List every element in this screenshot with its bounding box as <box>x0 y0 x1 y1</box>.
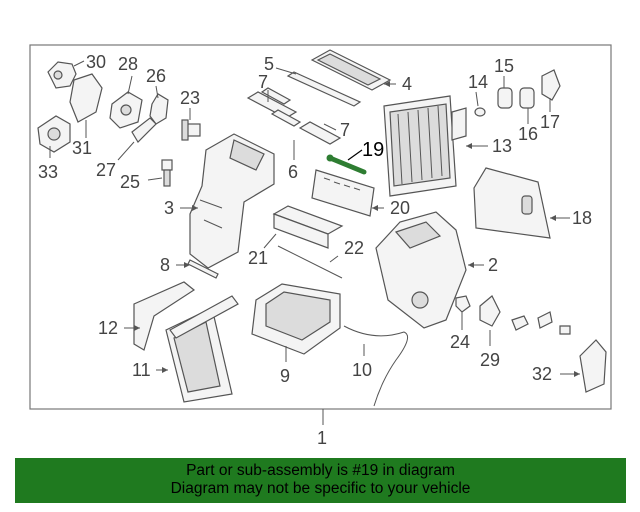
callout-28: 28 <box>118 54 138 74</box>
part-25-bolt <box>161 159 173 187</box>
leader-lines <box>49 60 580 375</box>
callout-12: 12 <box>98 318 118 338</box>
part-4-filter-cover <box>310 49 392 91</box>
part-13-evaporator <box>383 95 467 197</box>
banner-line-1: Part or sub-assembly is #19 in diagram <box>186 462 455 479</box>
part-33-motor <box>37 115 71 153</box>
callout-11: 11 <box>132 360 151 380</box>
part-15-gasket <box>497 87 513 109</box>
part-9-lower-case <box>251 283 341 355</box>
callout-6: 6 <box>288 162 298 182</box>
leader-19 <box>347 149 363 161</box>
callout-14: 14 <box>468 72 488 92</box>
callout-7-upper: 7 <box>258 72 268 92</box>
part-30-actuator <box>47 61 77 89</box>
banner-line-2: Diagram may not be specific to your vehi… <box>170 480 471 497</box>
callout-16: 16 <box>518 124 538 144</box>
info-banner: Part or sub-assembly is #19 in diagram D… <box>15 458 626 503</box>
callout-1: 1 <box>317 428 327 448</box>
callout-24: 24 <box>450 332 470 352</box>
part-17-valve <box>541 69 561 101</box>
part-16-gasket <box>519 87 535 109</box>
callout-10: 10 <box>352 360 372 380</box>
callout-22: 22 <box>344 238 364 258</box>
part-31-bracket <box>69 73 103 123</box>
callout-30: 30 <box>86 52 106 72</box>
part-2-housing-right <box>375 211 467 329</box>
parts-diagram: 30 28 26 23 31 27 25 33 5 4 7 7 6 19 14 … <box>29 44 612 448</box>
callout-labels: 30 28 26 23 31 27 25 33 5 4 7 7 6 19 14 … <box>38 52 592 448</box>
part-11-heater-core <box>165 295 239 403</box>
part-14-oring <box>474 107 486 117</box>
part-21-door <box>272 205 344 249</box>
callout-32: 32 <box>532 364 552 384</box>
part-29-actuator <box>479 295 501 327</box>
part-12-duct <box>133 281 196 351</box>
part-32-actuator <box>579 339 607 393</box>
callout-21: 21 <box>248 248 268 268</box>
part-5-filter <box>286 71 362 107</box>
part-7-seals <box>246 87 342 145</box>
callout-33: 33 <box>38 162 58 182</box>
part-10-hose <box>343 325 409 407</box>
callout-27: 27 <box>96 160 116 180</box>
part-18-insulator <box>473 167 551 239</box>
callout-13: 13 <box>492 136 512 156</box>
callout-5: 5 <box>264 54 274 74</box>
callout-29: 29 <box>480 350 500 370</box>
part-27-lever <box>131 117 157 143</box>
part-24-clip <box>455 295 471 313</box>
arrowheads <box>134 81 580 377</box>
callout-17: 17 <box>540 112 560 132</box>
callout-19: 19 <box>362 139 384 161</box>
part-19-highlighted <box>326 154 367 175</box>
diagram-frame <box>29 44 612 410</box>
callout-2: 2 <box>488 255 498 275</box>
callout-20: 20 <box>390 198 410 218</box>
callout-18: 18 <box>572 208 592 228</box>
callout-26: 26 <box>146 66 166 86</box>
part-23-sensor <box>181 119 201 141</box>
callout-8: 8 <box>160 255 170 275</box>
callout-23: 23 <box>180 88 200 108</box>
callout-7-lower: 7 <box>340 120 350 140</box>
part-8-seal <box>187 259 219 279</box>
callout-9: 9 <box>280 366 290 386</box>
callout-15: 15 <box>494 56 514 76</box>
part-22-rod <box>277 245 343 279</box>
part-20-case <box>311 169 375 217</box>
callout-4: 4 <box>402 74 412 94</box>
part-28-motor <box>109 91 143 129</box>
callout-31: 31 <box>72 138 92 158</box>
callout-25: 25 <box>120 172 140 192</box>
misc-clips <box>511 311 571 335</box>
part-3-housing-left <box>189 133 275 269</box>
callout-3: 3 <box>164 198 174 218</box>
part-26-link <box>149 93 169 125</box>
